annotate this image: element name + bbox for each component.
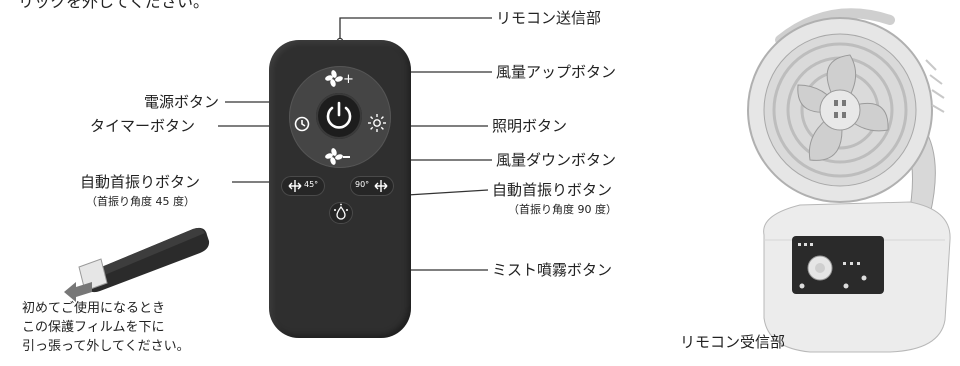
fan-illustration bbox=[747, 8, 951, 353]
leader-transmitter bbox=[339, 17, 492, 41]
label-receiver: リモコン受信部 bbox=[680, 333, 786, 351]
label-timer: タイマーボタン bbox=[90, 117, 196, 135]
label-fan-down: 風量ダウンボタン bbox=[496, 151, 617, 169]
swing-icon bbox=[288, 180, 302, 192]
instruction-line-2: この保護フィルムを下に bbox=[22, 320, 165, 335]
power-button[interactable] bbox=[316, 93, 362, 139]
label-swing-45: 自動首振りボタン bbox=[80, 173, 201, 191]
label-power: 電源ボタン bbox=[144, 93, 220, 111]
pull-arrow-icon bbox=[64, 282, 92, 302]
clock-icon bbox=[294, 116, 310, 132]
light-icon bbox=[368, 114, 386, 132]
swing-icon bbox=[374, 180, 388, 192]
timer-button[interactable] bbox=[292, 114, 312, 134]
mist-button[interactable] bbox=[329, 202, 353, 224]
instruction-line-1: 初めてご使用になるとき bbox=[22, 301, 166, 316]
protective-film bbox=[78, 258, 108, 292]
mist-icon bbox=[334, 203, 348, 220]
label-transmitter: リモコン送信部 bbox=[496, 9, 602, 27]
instruction-line-3: 引っ張って外してください。 bbox=[22, 339, 190, 354]
label-swing-45-note: （首振り角度 45 度） bbox=[86, 195, 195, 208]
power-icon bbox=[326, 101, 352, 129]
light-button[interactable] bbox=[366, 112, 388, 134]
svg-text:+: + bbox=[343, 72, 353, 87]
swing-90-button[interactable]: 90° bbox=[350, 176, 394, 196]
fan-control-panel bbox=[792, 236, 884, 294]
label-mist: ミスト噴霧ボタン bbox=[492, 261, 613, 279]
swing-90-mark: 90° bbox=[355, 180, 370, 189]
fan-up-icon: + bbox=[325, 70, 354, 87]
swing-45-mark: 45° bbox=[304, 180, 319, 189]
remote-side-view bbox=[78, 227, 210, 293]
label-light: 照明ボタン bbox=[492, 117, 568, 135]
label-fan-up: 風量アップボタン bbox=[496, 63, 617, 81]
header-text: リックを外してください。 bbox=[18, 0, 210, 11]
fan-up-button[interactable]: + bbox=[325, 68, 354, 90]
swing-45-button[interactable]: 45° bbox=[281, 176, 325, 196]
fan-down-icon bbox=[325, 148, 350, 165]
label-swing-90-note: （首振り角度 90 度） bbox=[508, 203, 617, 216]
label-swing-90: 自動首振りボタン bbox=[492, 181, 613, 199]
fan-down-button[interactable] bbox=[325, 146, 353, 168]
